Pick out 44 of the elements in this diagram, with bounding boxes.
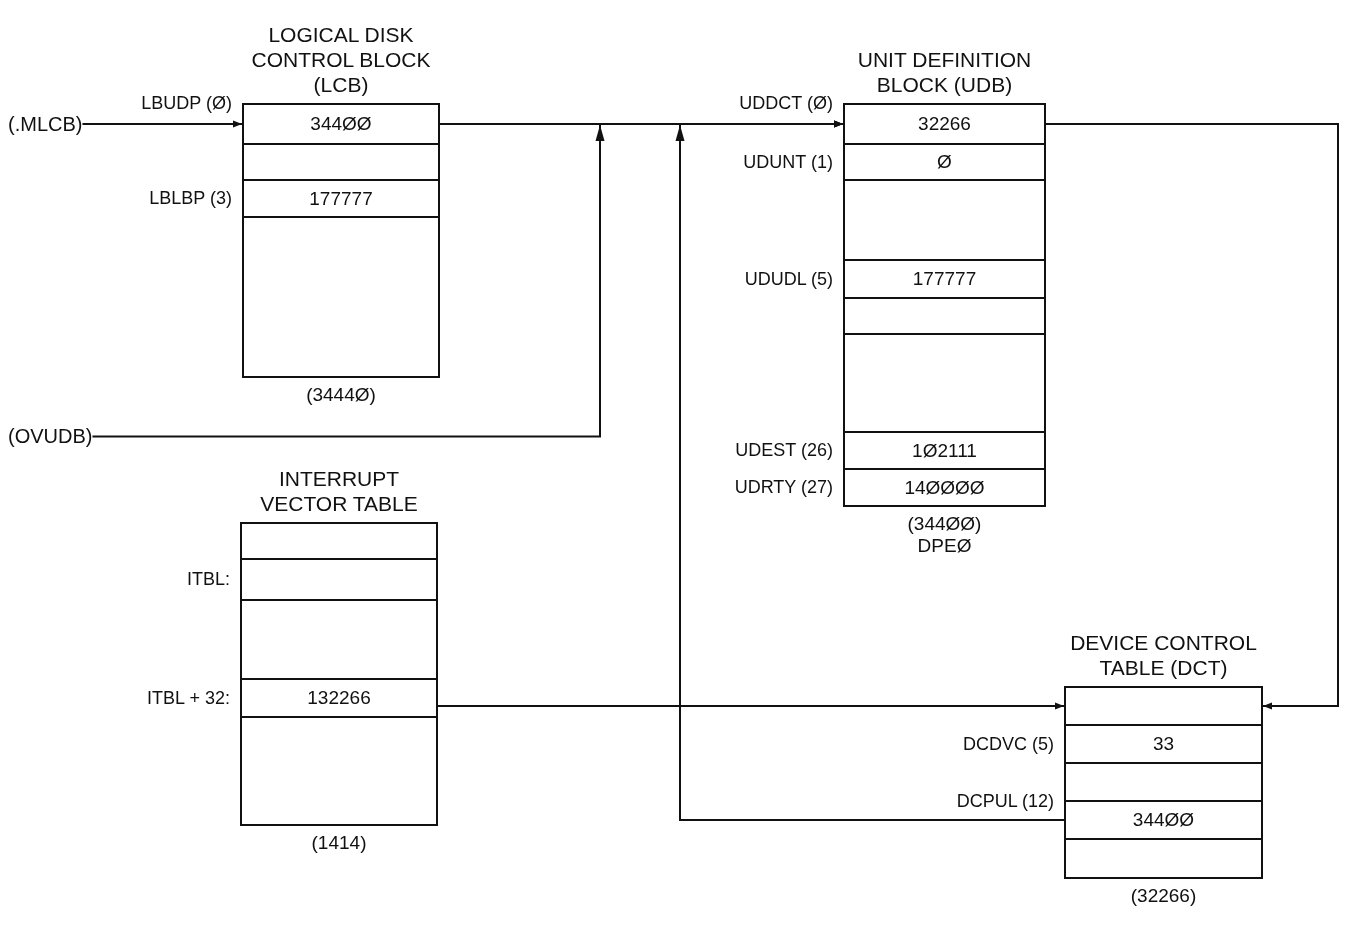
memory-cell: [1064, 762, 1263, 802]
address-label: DPEØ: [916, 535, 973, 557]
memory-cell: 177777: [242, 179, 440, 218]
field-label: LBUDP (Ø): [141, 91, 232, 115]
memory-cell: 14ØØØØ: [843, 468, 1046, 507]
field-label: UDUNT (1): [743, 150, 833, 174]
field-label: DCDVC (5): [963, 732, 1054, 756]
memory-cell: [242, 143, 440, 181]
address-label: (32266): [1129, 885, 1198, 907]
address-label: (1414): [310, 832, 368, 854]
memory-cell: Ø: [843, 143, 1046, 181]
field-label: DCPUL (12): [956, 789, 1054, 813]
memory-cell: 32266: [843, 103, 1046, 145]
memory-cell: [1064, 838, 1263, 879]
symbol-label: (OVUDB): [8, 425, 93, 448]
memory-cell: [1064, 686, 1263, 726]
memory-cell: [240, 558, 438, 601]
field-label: LBLBP (3): [149, 187, 232, 210]
symbol-label: (.MLCB): [8, 113, 83, 136]
memory-cell: [843, 333, 1046, 433]
memory-cell: 344ØØ: [242, 103, 440, 145]
memory-cell: 177777: [843, 259, 1046, 299]
address-label: (344ØØ): [906, 513, 983, 535]
memory-cell: [240, 716, 438, 826]
field-label: ITBL:: [187, 568, 230, 591]
memory-cell: [843, 297, 1046, 335]
field-label: UDUDL (5): [744, 267, 833, 291]
field-label: ITBL + 32:: [147, 686, 230, 710]
field-label: UDEST (26): [735, 439, 833, 462]
memory-cell: 33: [1064, 724, 1263, 764]
memory-cell: 132266: [240, 678, 438, 718]
table-title: LOGICAL DISK CONTROL BLOCK (LCB): [251, 22, 431, 97]
memory-cell: [240, 599, 438, 680]
memory-cell: 344ØØ: [1064, 800, 1263, 840]
table-title: UNIT DEFINITION BLOCK (UDB): [856, 47, 1033, 97]
field-label: UDDCT (Ø): [739, 91, 833, 115]
table-title: INTERRUPT VECTOR TABLE: [259, 466, 419, 516]
memory-cell: 1Ø2111: [843, 431, 1046, 470]
memory-cell: [240, 522, 438, 560]
memory-cell: [843, 179, 1046, 261]
field-label: UDRTY (27): [734, 476, 833, 499]
table-title: DEVICE CONTROL TABLE (DCT): [1069, 630, 1258, 680]
address-label: (3444Ø): [305, 384, 377, 406]
memory-cell: [242, 216, 440, 378]
